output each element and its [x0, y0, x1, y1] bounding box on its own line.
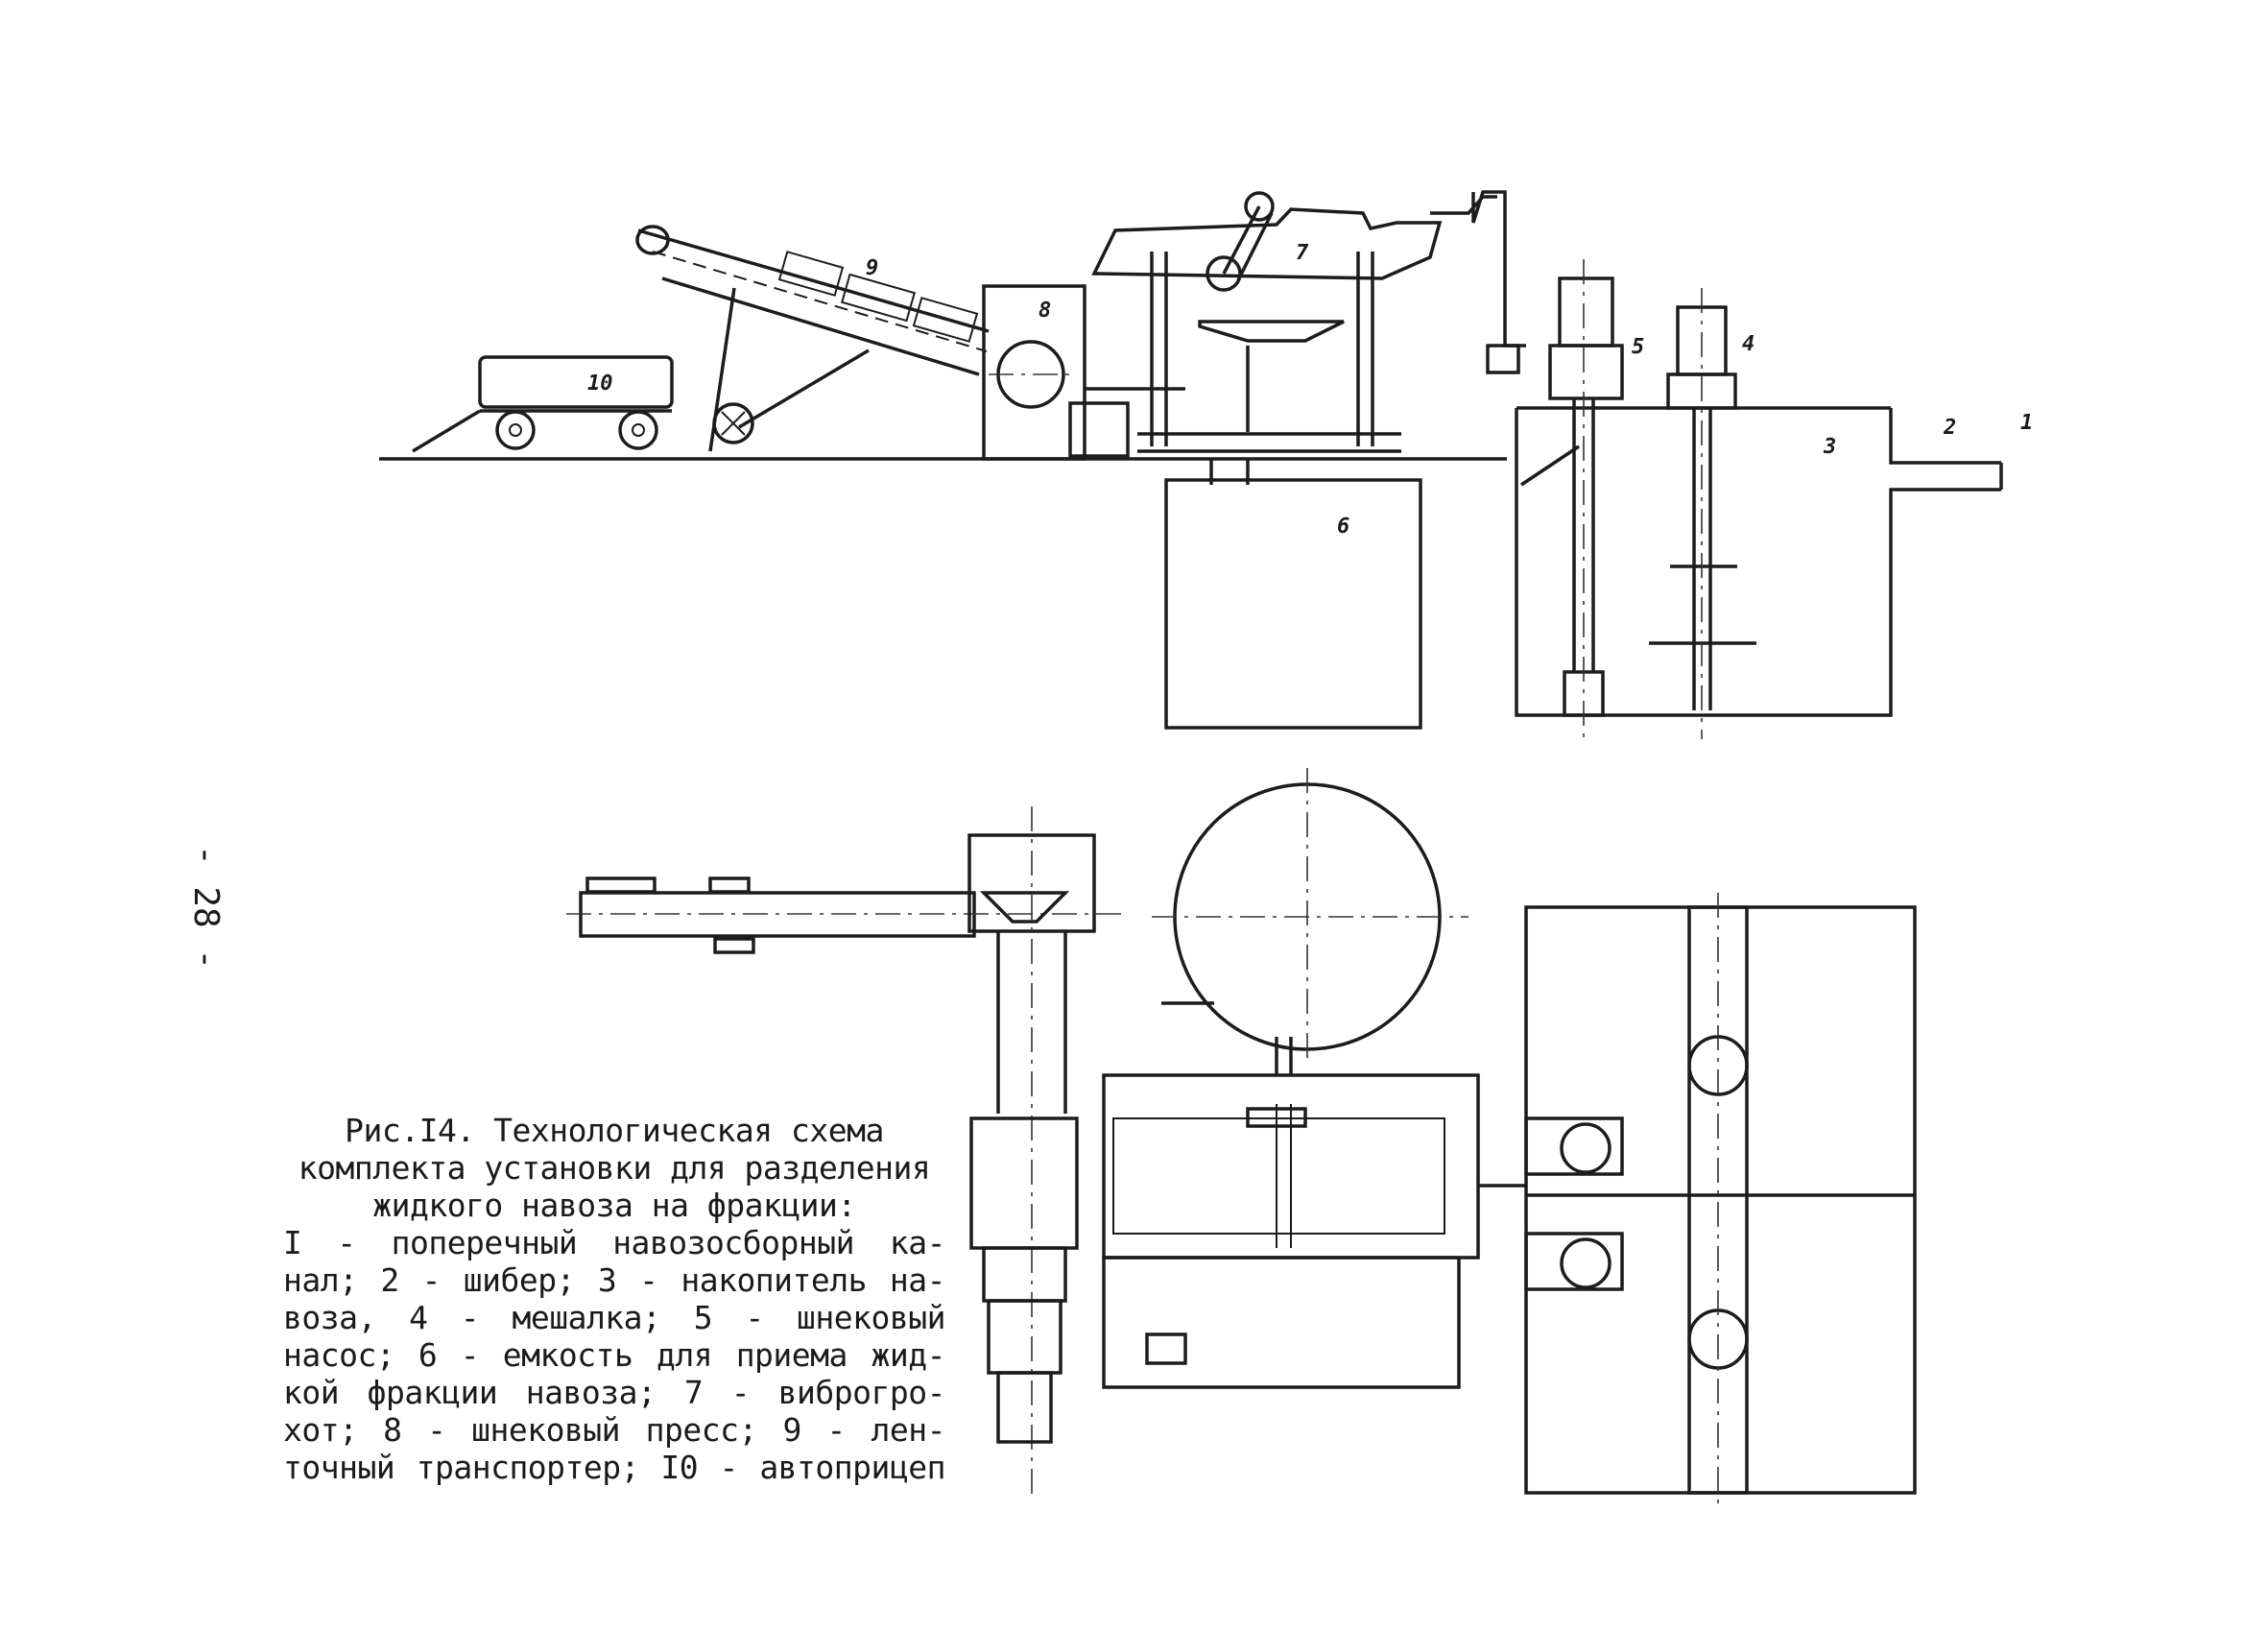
page-number: - 28 -	[186, 845, 226, 971]
elevation-view: 10 9 8	[379, 190, 2033, 739]
label-press: 8	[1039, 299, 1051, 323]
caption-legend-line: I - поперечный навозосборный ка-	[283, 1224, 946, 1261]
plan-view	[566, 768, 1917, 1507]
caption-legend-line: точный транспортер; I0 - автоприцеп	[283, 1449, 946, 1486]
label-trailer: 10	[587, 372, 613, 396]
label-conveyor: 9	[866, 256, 878, 280]
trailer: 10	[412, 355, 674, 453]
label-gate: 2	[1943, 416, 1956, 440]
figure-caption: Рис.I4. Технологическая схема комплекта …	[283, 1112, 946, 1486]
liquid-tank: 6	[1164, 459, 1422, 730]
caption-title-line: комплекта установки для разделения	[298, 1149, 931, 1187]
manure-storage: 3 5 4 2 1	[1515, 259, 2033, 739]
label-mixer: 4	[1742, 332, 1755, 356]
slurry-pipe	[1471, 190, 1526, 348]
vibrating-screen: 7	[1091, 191, 1497, 453]
label-storage: 3	[1823, 435, 1836, 459]
caption-title-line: Рис.I4. Технологическая схема	[345, 1112, 884, 1149]
label-screen: 7	[1296, 241, 1309, 265]
label-channel: 1	[2020, 411, 2033, 435]
label-tank: 6	[1337, 515, 1349, 539]
caption-legend-line: воза, 4 - мешалка; 5 - шнековый	[283, 1299, 946, 1336]
caption-legend-line: нал; 2 - шибер; 3 - накопитель на-	[283, 1261, 946, 1299]
caption-legend-line: кой фракции навоза; 7 - виброгро-	[283, 1374, 946, 1411]
caption-legend-line: насос; 6 - емкость для приема жид-	[283, 1336, 946, 1374]
belt-conveyor: 9	[635, 225, 990, 452]
label-pump: 5	[1632, 335, 1644, 359]
screw-press: 8	[982, 284, 1185, 461]
caption-legend-line: хот; 8 - шнековый пресс; 9 - лен-	[283, 1411, 946, 1449]
caption-title-line: жидкого навоза на фракции:	[372, 1187, 856, 1224]
